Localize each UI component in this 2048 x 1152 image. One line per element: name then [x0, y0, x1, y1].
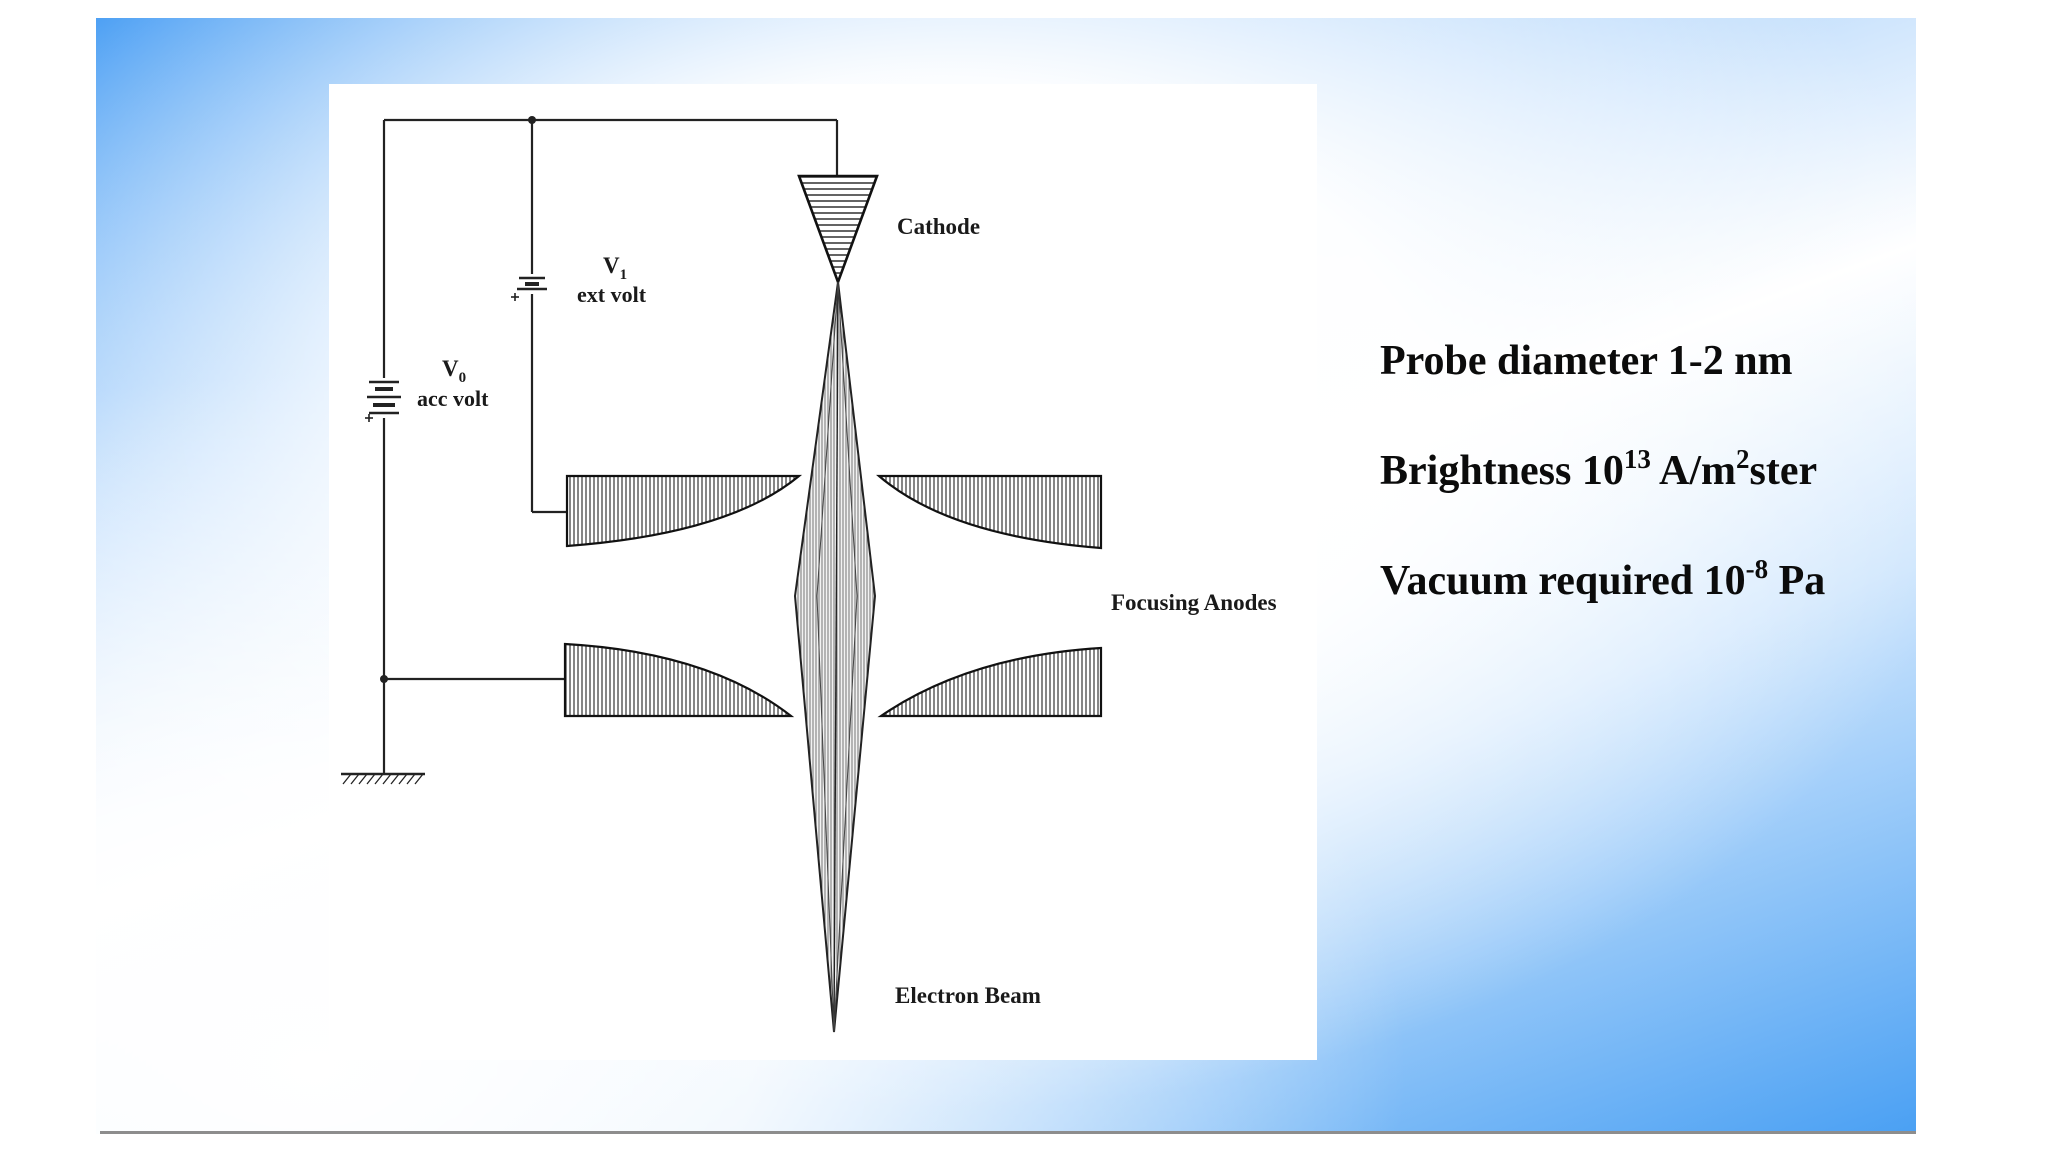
vacuum-text: Vacuum required 10-8 Pa [1380, 554, 1826, 605]
focusing-anodes-label: Focusing Anodes [1111, 590, 1277, 615]
beam-ray-right-lower [833, 595, 858, 1033]
beam-ray-left [816, 281, 839, 597]
specs-list: Probe diameter 1-2 nm Brightness 1013 A/… [1380, 336, 1916, 666]
beam-ray-left-lower [816, 595, 835, 1033]
bottom-divider [100, 1131, 1916, 1134]
probe-diameter-text: Probe diameter 1-2 nm [1380, 338, 1793, 384]
upper-left-anode [565, 474, 803, 548]
circuit-wires [382, 118, 839, 774]
junction-dot-ground [380, 675, 388, 683]
junction-dot-top [528, 116, 536, 124]
cathode-label: Cathode [897, 214, 980, 239]
electron-beam-label: Electron Beam [895, 983, 1041, 1008]
lower-right-anode [877, 646, 1103, 718]
slide: Cathode V1 ext volt V0 acc volt Focusing… [96, 18, 1916, 1134]
diagram-svg: Cathode V1 ext volt V0 acc volt Focusing… [341, 116, 1277, 1033]
v1-battery-icon [511, 276, 547, 301]
cathode-tip [797, 174, 879, 286]
upper-right-anode [876, 474, 1103, 550]
v0-description: acc volt [417, 386, 489, 411]
brightness-text: Brightness 1013 A/m2ster [1380, 444, 1818, 495]
ground-icon [341, 772, 425, 785]
v1-symbol: V1 [603, 253, 627, 283]
beam-axis [833, 281, 839, 1033]
field-emission-gun-diagram: Cathode V1 ext volt V0 acc volt Focusing… [329, 84, 1317, 1060]
v1-description: ext volt [577, 282, 647, 307]
v0-symbol: V0 [442, 356, 466, 386]
v0-battery-icon [365, 380, 401, 422]
beam-ray-right [837, 281, 858, 597]
lower-left-anode [563, 642, 795, 718]
